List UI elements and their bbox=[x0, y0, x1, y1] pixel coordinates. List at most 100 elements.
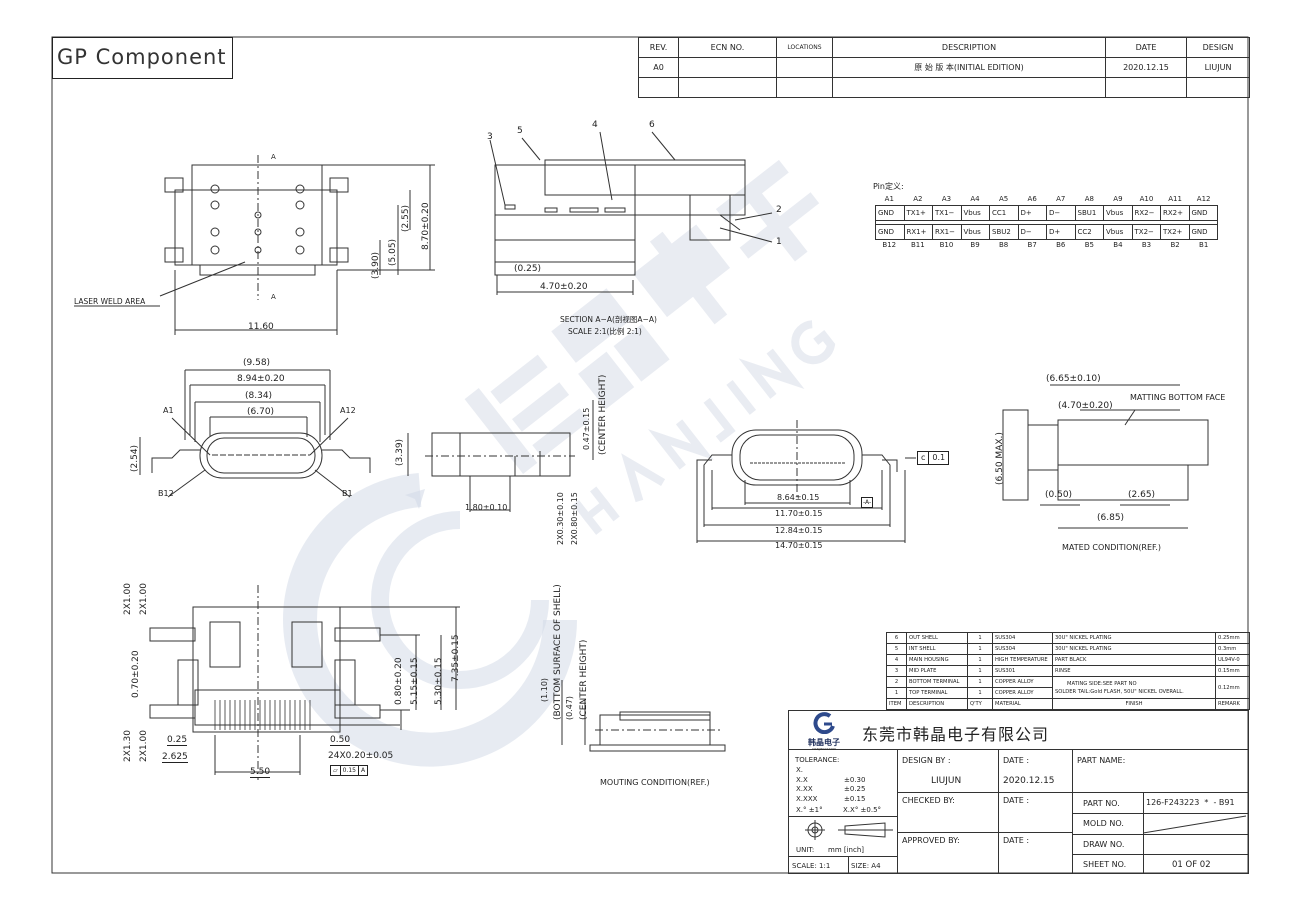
center-height-mount: (CENTER HEIGHT) bbox=[579, 639, 589, 720]
dim-0-47-mount: (0.47) bbox=[565, 695, 574, 720]
dim-2-65: (2.65) bbox=[1128, 490, 1156, 500]
dim-5-50: 5.50 bbox=[250, 767, 271, 778]
pin-label: B5 bbox=[1084, 241, 1094, 249]
ecn-header: ECN NO. bbox=[678, 37, 777, 58]
fcf-datum: A bbox=[360, 767, 366, 774]
company-name: 东莞市韩晶电子有限公司 bbox=[862, 725, 1050, 744]
dim-6-85: (6.85) bbox=[1097, 513, 1125, 523]
bom-cell: 1 bbox=[967, 687, 993, 699]
approved-date-label: DATE : bbox=[1003, 836, 1030, 845]
divider bbox=[1143, 792, 1144, 874]
divider bbox=[1073, 834, 1249, 835]
pin-label: A3 bbox=[941, 195, 952, 203]
title-box bbox=[52, 37, 233, 79]
pin-cell: CC2 bbox=[1074, 224, 1104, 240]
company-logo: 韩晶电子 HANJINGDIANZI bbox=[800, 712, 848, 751]
divider bbox=[848, 856, 849, 874]
pin-cell: RX2− bbox=[1131, 205, 1161, 221]
tolerance-value: 0.1 bbox=[932, 453, 946, 462]
flatness-frame: c 0.1 bbox=[917, 451, 950, 465]
pin-label: A9 bbox=[1113, 195, 1123, 203]
mounting-view bbox=[561, 680, 726, 752]
company-row bbox=[788, 710, 1249, 750]
pin-cell: Vbus bbox=[1103, 224, 1133, 240]
side-view bbox=[407, 400, 594, 512]
dim-1-10: (1.10) bbox=[540, 677, 549, 702]
design-value: LIUJUN bbox=[1186, 57, 1250, 78]
callout-1: 1 bbox=[776, 237, 782, 247]
bom-cell: COPPER ALLOY bbox=[992, 676, 1053, 688]
dim-4-70: 4.70±0.20 bbox=[540, 282, 588, 292]
dim-6-50: (6.50 MAX.) bbox=[995, 432, 1005, 485]
pin-label: B4 bbox=[1113, 241, 1123, 249]
pin-cell: SBU2 bbox=[989, 224, 1019, 240]
dim-11-60: 11.60 bbox=[248, 322, 274, 332]
pin-cell: GND bbox=[875, 224, 905, 240]
pin-cell: TX1+ bbox=[903, 205, 933, 221]
logo-subtext: HANJINGDIANZI bbox=[812, 747, 836, 751]
pin-cell: Vbus bbox=[960, 205, 990, 221]
divider bbox=[788, 856, 898, 857]
bom-cell: BOTTOM TERMINAL bbox=[906, 676, 968, 688]
pin-cell: TX1− bbox=[932, 205, 962, 221]
fcf-symbol: ⏥ bbox=[331, 766, 341, 775]
description-header: DESCRIPTION bbox=[832, 37, 1106, 58]
pin-cell: D+ bbox=[1046, 224, 1076, 240]
pin-label: A1 bbox=[884, 195, 894, 203]
bom-cell: 0.15mm bbox=[1215, 665, 1250, 677]
pin-label: A5 bbox=[998, 195, 1009, 203]
dim-5-30: 5.30±0.15 bbox=[434, 657, 444, 705]
bom-cell: COPPER ALLOY bbox=[992, 687, 1053, 699]
pin-cell: TX2− bbox=[1131, 224, 1161, 240]
section-view bbox=[489, 131, 773, 295]
part-no-label: PART NO. bbox=[1083, 799, 1120, 808]
divider bbox=[788, 816, 898, 817]
pin-label: A6 bbox=[1027, 195, 1037, 203]
dim-4-70-mated: (4.70±0.20) bbox=[1058, 401, 1113, 411]
dim-2x1-30: 2X1.30 bbox=[123, 730, 133, 762]
locations-header: LOCATIONS bbox=[776, 37, 833, 58]
tolerance-format: X. bbox=[796, 766, 804, 774]
pin-label: B11 bbox=[911, 241, 925, 249]
bom-cell: MID PLATE bbox=[906, 665, 968, 677]
dim-8-34: (8.34) bbox=[245, 391, 273, 401]
pin-label: B6 bbox=[1056, 241, 1066, 249]
pin-cell: GND bbox=[1188, 205, 1218, 221]
pin-cell: Vbus bbox=[1103, 205, 1133, 221]
bom-cell: 1 bbox=[967, 665, 993, 677]
tolerance-format: X.XXX bbox=[796, 794, 818, 803]
mounting-title: MOUTING CONDITION(REF.) bbox=[600, 778, 710, 787]
watermark-lettering-picture bbox=[464, 159, 836, 535]
pin-label: A11 bbox=[1168, 195, 1182, 203]
pin-cell: CC1 bbox=[989, 205, 1019, 221]
dim-8-94: 8.94±0.20 bbox=[237, 374, 285, 384]
pin-label: B10 bbox=[939, 241, 954, 249]
revision-row: A0 原 始 版 本(INITIAL EDITION) 2020.12.15 L… bbox=[638, 57, 1250, 78]
bom-cell: 2 bbox=[886, 676, 907, 688]
bom-cell: MAIN HOUSING bbox=[906, 654, 968, 666]
part-no-value: 126-F243223 * - B91 bbox=[1146, 798, 1235, 807]
dim-12-84: 12.84±0.15 bbox=[775, 526, 823, 535]
tolerance-row: X.X±0.30 bbox=[796, 776, 891, 786]
angle-tolerance-2: X.X° ±0.5° bbox=[843, 806, 882, 814]
dim-1-80: 1.80±0.10 bbox=[465, 503, 508, 512]
locations-value bbox=[776, 57, 833, 78]
dim-6-70: (6.70) bbox=[247, 407, 275, 417]
design-header: DESIGN bbox=[1186, 37, 1250, 58]
top-view bbox=[74, 155, 435, 335]
dim-3-39: (3.39) bbox=[395, 438, 405, 466]
pin-label: A12 bbox=[1196, 195, 1211, 203]
callout-6: 6 bbox=[649, 120, 655, 130]
fcf-tolerance: 0.15 bbox=[341, 766, 359, 775]
position-frame: ⏥ 0.15 A bbox=[330, 765, 369, 776]
design-date-label: DATE : bbox=[1003, 756, 1030, 765]
divider bbox=[898, 792, 1073, 793]
